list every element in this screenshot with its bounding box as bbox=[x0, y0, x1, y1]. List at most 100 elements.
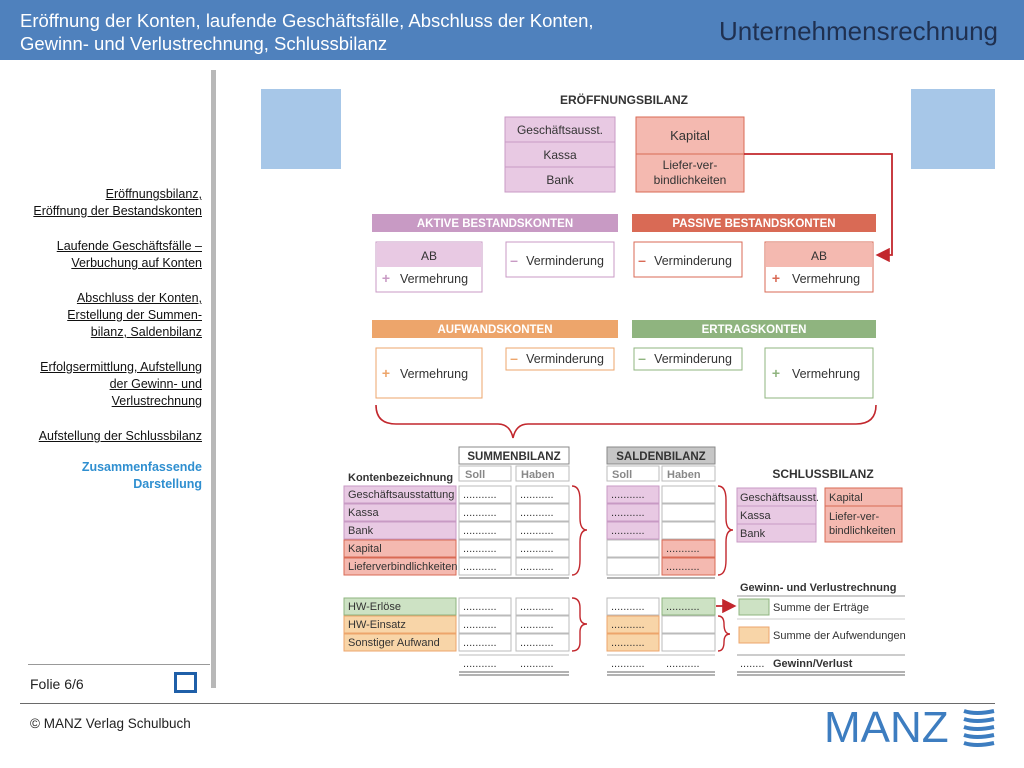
kb-geschaeftsausstattung: Geschäftsausstattung bbox=[348, 489, 454, 501]
konto-aktiv-right: – Verminderung bbox=[505, 241, 615, 278]
nav-item-label: Laufende Geschäftsfälle – bbox=[56, 239, 202, 253]
summenbilanz-title: SUMMENBILANZ bbox=[467, 451, 560, 463]
kb-lieferverbindlichkeiten: Lieferverbindlichkeiten bbox=[348, 561, 457, 573]
nav-item-1[interactable]: Eröffnungsbilanz,Eröffnung der Bestandsk… bbox=[6, 186, 202, 220]
konto-ertrag-right: + Vermehrung bbox=[764, 347, 874, 399]
logo-waves-icon bbox=[963, 709, 995, 747]
nav-item-label: Erstellung der Summen- bbox=[67, 308, 202, 322]
dots: ........... bbox=[611, 619, 645, 631]
dots: ........... bbox=[520, 658, 554, 670]
salden-erfolg-cells: ...................... ........... .....… bbox=[606, 597, 716, 670]
salden-haben: Haben bbox=[667, 469, 701, 481]
dots: ........... bbox=[520, 601, 554, 613]
eb-bindlichkeiten: bindlichkeiten bbox=[654, 173, 727, 187]
eb-kapital: Kapital bbox=[670, 128, 710, 143]
dots: ........... bbox=[520, 619, 554, 631]
konto-passiv-left: – Verminderung bbox=[633, 241, 743, 278]
erfolgskonten-rows: HW-Erlöse HW-Einsatz Sonstiger Aufwand bbox=[343, 597, 457, 652]
summen-erfolg-cells: ...................... .................… bbox=[458, 597, 570, 670]
passiv-verminderung: Verminderung bbox=[654, 254, 732, 268]
kb-bank: Bank bbox=[348, 525, 374, 537]
nav-item-label: Aufstellung der Schlussbilanz bbox=[38, 429, 202, 443]
dots: ........... bbox=[520, 507, 554, 519]
sb-lieferver: Liefer-ver- bbox=[829, 511, 879, 523]
sb-geschaeftsausst: Geschäftsausst. bbox=[740, 492, 819, 504]
kb-hw-einsatz: HW-Einsatz bbox=[348, 619, 406, 631]
footer-divider bbox=[20, 703, 995, 704]
passiv-vermehrung: Vermehrung bbox=[792, 272, 860, 286]
nav-item-5[interactable]: Aufstellung der Schlussbilanz bbox=[6, 428, 202, 445]
nav-item-label: Verbuchung auf Konten bbox=[71, 256, 202, 270]
nav-divider bbox=[211, 70, 216, 688]
konto-aufwand-left: + Vermehrung bbox=[375, 347, 483, 399]
dots: ........... bbox=[666, 658, 700, 670]
dots: ........... bbox=[611, 601, 645, 613]
dots: ........... bbox=[611, 637, 645, 649]
guv-ertraege-box bbox=[738, 598, 770, 616]
bar-ertrag bbox=[632, 320, 876, 338]
bar-ertrag-label: ERTRAGSKONTEN bbox=[702, 324, 807, 336]
bar-aktive-label: AKTIVE BESTANDSKONTEN bbox=[417, 218, 573, 230]
nav-item-label: Zusammenfassende bbox=[81, 460, 202, 474]
sb-kapital: Kapital bbox=[829, 492, 863, 504]
slide-title: Eröffnung der Konten, laufende Geschäfts… bbox=[20, 9, 710, 55]
bar-passive-label: PASSIVE BESTANDSKONTEN bbox=[672, 218, 835, 230]
nav-item-2[interactable]: Laufende Geschäftsfälle – Verbuchung auf … bbox=[6, 238, 202, 272]
nav-item-label: Darstellung bbox=[133, 477, 202, 491]
summenbilanz-header bbox=[458, 446, 570, 465]
sb-bank: Bank bbox=[740, 528, 766, 540]
slide-counter: Folie 6/6 bbox=[30, 676, 84, 692]
home-square-icon[interactable] bbox=[174, 672, 197, 693]
nav-item-label: Abschluss der Konten, bbox=[76, 291, 202, 305]
placeholder-right bbox=[911, 89, 995, 169]
dots: ........... bbox=[666, 561, 700, 573]
ertrag-minus: – bbox=[638, 350, 646, 366]
dots: ........... bbox=[611, 525, 645, 537]
aufwand-minus: – bbox=[510, 350, 518, 366]
aufwand-vermehrung: Vermehrung bbox=[400, 367, 468, 381]
dots: ........... bbox=[611, 489, 645, 501]
ertrag-verminderung: Verminderung bbox=[654, 352, 732, 366]
dots: ........... bbox=[463, 658, 497, 670]
bar-aufwand bbox=[372, 320, 618, 338]
dots: ........... bbox=[463, 637, 497, 649]
kontenbezeichnung-title: Kontenbezeichnung bbox=[348, 472, 453, 484]
aufwand-verminderung: Verminderung bbox=[526, 352, 604, 366]
bar-aktive bbox=[372, 214, 618, 232]
placeholder-left bbox=[261, 89, 341, 169]
dots: ........... bbox=[463, 619, 497, 631]
bestandskonten-rows: Geschäftsausstattung Kassa Bank Kapital … bbox=[343, 485, 457, 576]
schlussbilanz-title: SCHLUSSBILANZ bbox=[772, 467, 873, 481]
brace-summen-to-salden bbox=[571, 485, 588, 576]
dots: ........... bbox=[463, 601, 497, 613]
nav-item-label: Verlustrechnung bbox=[111, 394, 202, 408]
slide-title-line2: Gewinn- und Verlustrechnung, Schlussbila… bbox=[20, 33, 388, 54]
aktiv-minus: – bbox=[510, 252, 518, 268]
eb-lieferver: Liefer-ver- bbox=[663, 158, 718, 172]
passiv-ab: AB bbox=[811, 249, 827, 263]
konto-passiv-right: AB + Vermehrung bbox=[764, 241, 874, 293]
dots: ........... bbox=[520, 543, 554, 555]
nav-item-label: Erfolgsermittlung, Aufstellung bbox=[40, 360, 202, 374]
sb-kassa: Kassa bbox=[740, 510, 771, 522]
summary-brace bbox=[375, 404, 877, 439]
passiv-minus: – bbox=[638, 252, 646, 268]
saldenbilanz-header bbox=[606, 446, 716, 465]
salden-soll: Soll bbox=[612, 469, 632, 481]
dots: ........... bbox=[611, 507, 645, 519]
sb-bindlichkeiten: bindlichkeiten bbox=[829, 525, 896, 537]
slide-navigation: Eröffnungsbilanz,Eröffnung der Bestandsk… bbox=[6, 186, 202, 511]
summen-haben: Haben bbox=[521, 469, 555, 481]
nav-item-3[interactable]: Abschluss der Konten, Erstellung der Summ… bbox=[6, 290, 202, 341]
manz-logo: MANZ bbox=[824, 703, 999, 753]
guv-title: Gewinn- und Verlustrechnung bbox=[740, 582, 896, 594]
schlussbilanz-aktiva: Geschäftsausst. Kassa Bank bbox=[736, 487, 819, 543]
eroeffnungsbilanz-passiva: Kapital Liefer-ver- bindlichkeiten bbox=[635, 116, 745, 193]
guv-ertraege: Summe der Erträge bbox=[773, 602, 869, 614]
saldenbilanz-title: SALDENBILANZ bbox=[616, 451, 705, 463]
brace-to-aufwendungen bbox=[717, 615, 731, 652]
guv-dots: ........ bbox=[740, 658, 764, 670]
